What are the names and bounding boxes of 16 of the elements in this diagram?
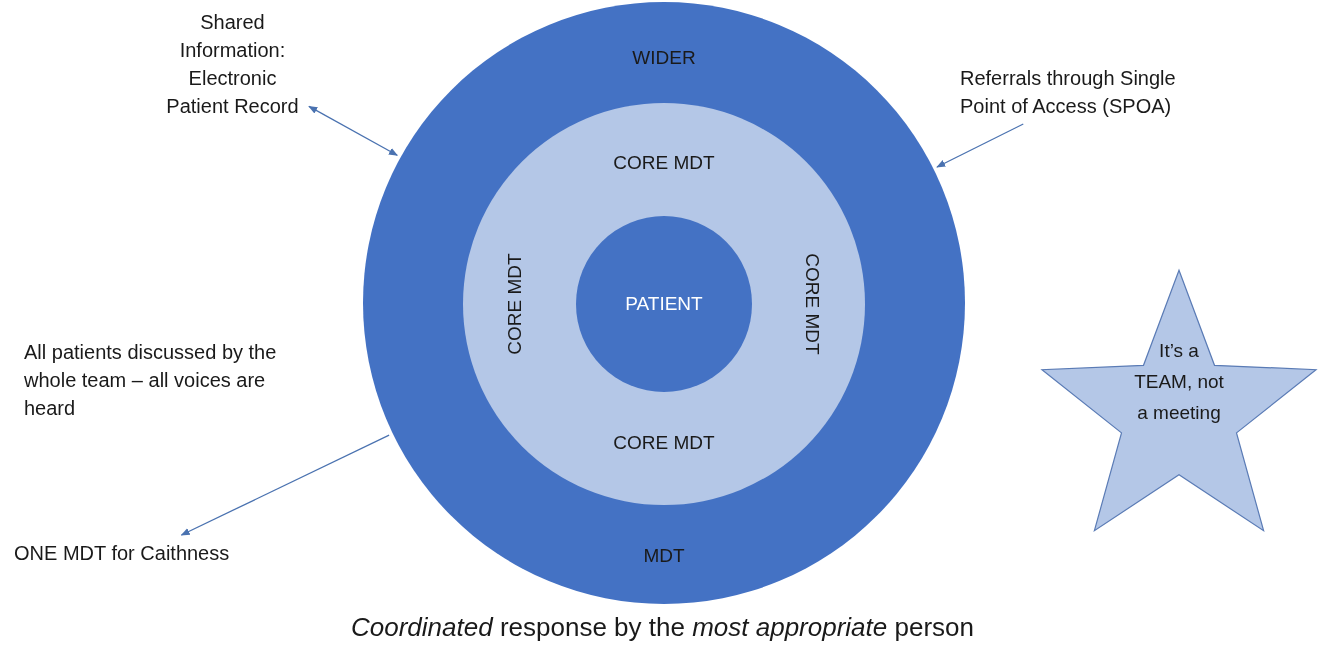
ring-label: CORE MDT <box>613 431 715 455</box>
annotation-text: ONE MDT for Caithness <box>14 539 274 567</box>
ring-label: CORE MDT <box>801 253 824 355</box>
caption-text: Coordinated response by the most appropriate person <box>350 611 975 644</box>
ring-label: PATIENT <box>625 292 703 316</box>
star-text: It’s a TEAM, not a meeting <box>1134 339 1224 425</box>
arrow <box>180 434 390 536</box>
ring-label: MDT <box>643 544 685 568</box>
annotation-text: Referrals through Single Point of Access (SPOA) <box>960 64 1215 120</box>
arrow <box>308 105 398 156</box>
annotation-text: Shared Information: Electronic Patient Record <box>160 8 305 120</box>
note-text: All patients discussed by the whole team – all voices are heard <box>24 340 278 421</box>
ring-label: CORE MDT <box>613 151 715 175</box>
ring-label: CORE MDT <box>503 253 526 355</box>
ring-label: WIDER <box>632 46 696 70</box>
arrow <box>936 123 1024 168</box>
